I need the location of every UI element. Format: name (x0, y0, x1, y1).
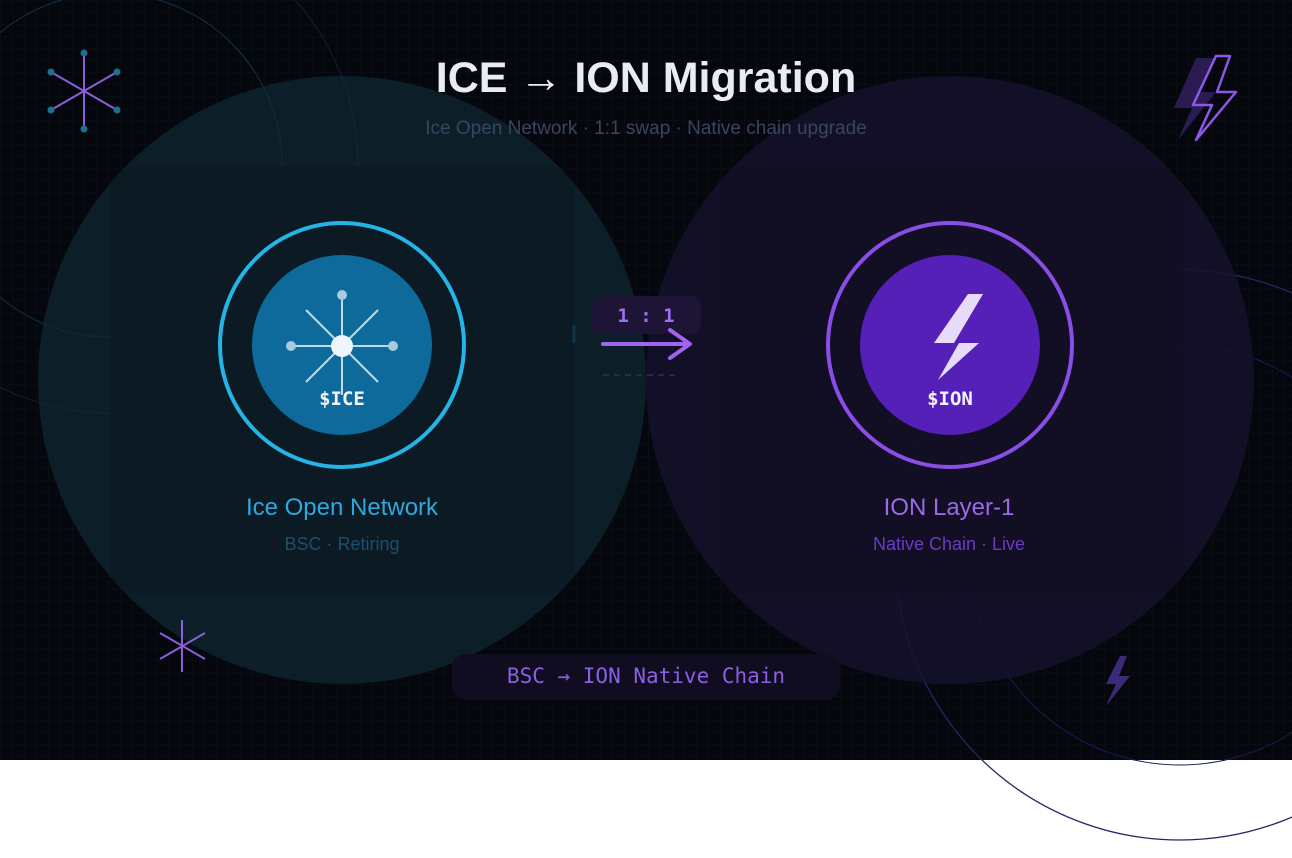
ice-token-name: Ice Open Network (245, 494, 439, 521)
page-title: ICE → ION Migration (435, 54, 857, 102)
ion-ticker-label: $ION (927, 388, 973, 410)
snowflake-icon-top-left (47, 49, 121, 133)
ice-token-icon (218, 221, 466, 469)
ice-ticker-label: $ICE (319, 388, 365, 410)
lightning-icon-bottom-right (1106, 656, 1130, 706)
swap-connector (572, 296, 701, 376)
swap-ratio-label: 1 : 1 (617, 305, 675, 327)
ice-token-status: BSC · Retiring (284, 534, 400, 554)
arrow-right-icon (601, 328, 692, 360)
ion-token-name: ION Layer-1 (883, 494, 1015, 521)
snowflake-icon-bottom-left (159, 620, 206, 672)
lightning-icon-top-right (1174, 54, 1238, 142)
page-subtitle: Ice Open Network · 1:1 swap · Native cha… (425, 118, 867, 139)
lightning-bolt-icon (934, 294, 983, 380)
ion-token-icon (826, 221, 1074, 469)
ratio-badge (591, 296, 701, 334)
footer-pill (452, 654, 840, 700)
footer-chain-label: BSC → ION Native Chain (506, 664, 786, 688)
ion-token-status: Native Chain · Live (872, 534, 1026, 554)
